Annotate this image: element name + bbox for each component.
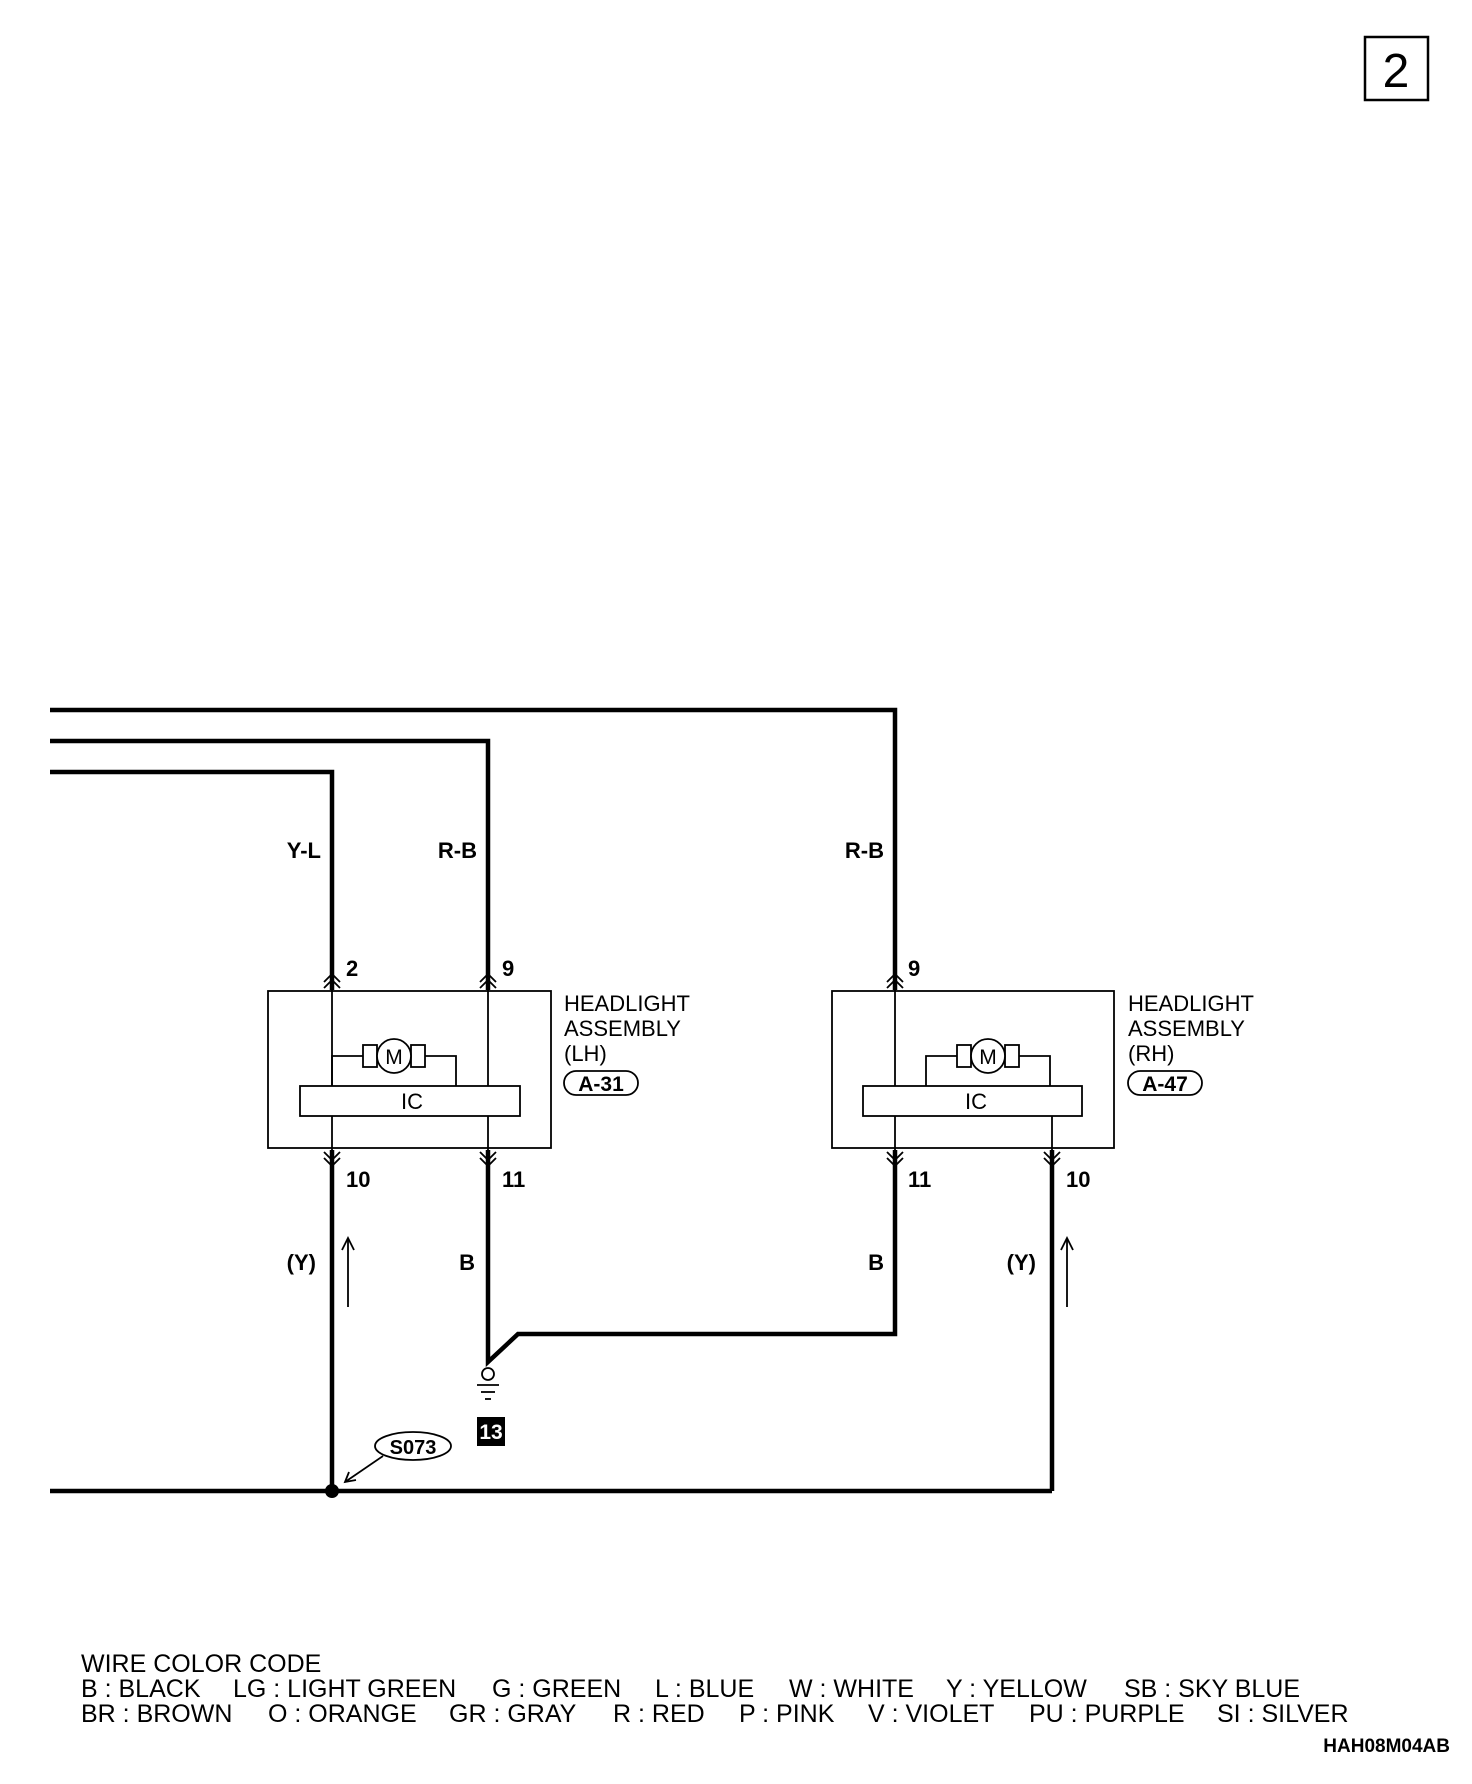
rh-connector-badge: [1127, 1070, 1203, 1096]
lh-pin-2: 2: [346, 956, 358, 981]
headlight-assembly-rh: IC M 9 11 10 HEADLIGHT ASSEMBLY (RH) A-4…: [831, 956, 1254, 1192]
lh-title-line1: HEADLIGHT: [564, 991, 690, 1016]
legend-row1-item: LG : LIGHT GREEN: [233, 1675, 456, 1703]
lh-connector-label: A-31: [578, 1073, 624, 1096]
legend-row2-item: V : VIOLET: [868, 1700, 994, 1728]
rh-title-line2: ASSEMBLY: [1128, 1016, 1245, 1041]
legend-row1-item: W : WHITE: [789, 1675, 914, 1703]
legend-row2-item: P : PINK: [739, 1700, 835, 1728]
wire-label-yl: Y-L: [287, 838, 321, 863]
current-flow-arrow-right: [1060, 1235, 1074, 1307]
splice-pointer-icon: [344, 1455, 384, 1483]
splice-label: S073: [390, 1437, 437, 1459]
wire-color-legend: WIRE COLOR CODE B : BLACK LG : LIGHT GRE…: [81, 1650, 1349, 1728]
lh-pin-10: 10: [346, 1167, 370, 1192]
rh-connector-9-marker: [886, 972, 904, 983]
ground-number-badge: [477, 1417, 505, 1446]
rh-title-line1: HEADLIGHT: [1128, 991, 1254, 1016]
wire-b-ground-run: [485, 1150, 898, 1368]
page-number: 2: [1383, 45, 1410, 98]
rh-ic-label: IC: [965, 1089, 987, 1114]
legend-row2-item: SI : SILVER: [1217, 1700, 1349, 1728]
legend-row1-item: SB : SKY BLUE: [1124, 1675, 1300, 1703]
legend-row2-item: O : ORANGE: [268, 1700, 417, 1728]
wire-label-rb-right: R-B: [845, 838, 884, 863]
splice-point: S073: [343, 1431, 452, 1484]
wire-label-rb-left: R-B: [438, 838, 477, 863]
legend-row1-item: B : BLACK: [81, 1675, 201, 1703]
wire-label-y-right: (Y): [1007, 1250, 1036, 1275]
lh-connector-9-marker: [479, 972, 497, 983]
wire-harness: [50, 707, 1055, 1498]
lh-pin-9: 9: [502, 956, 514, 981]
figure-code: HAH08M04AB: [1323, 1736, 1450, 1757]
lh-connector-badge: [563, 1070, 639, 1096]
current-flow-arrow-left: [341, 1235, 355, 1307]
lh-connector-10-marker: [323, 1151, 341, 1162]
legend-row2-item: BR : BROWN: [81, 1700, 232, 1728]
legend-row2-item: GR : GRAY: [449, 1700, 577, 1728]
lh-housing-box: [267, 990, 552, 1149]
rh-pin-9: 9: [908, 956, 920, 981]
wire-yl-run: [50, 769, 335, 990]
wire-label-b-right: B: [868, 1250, 884, 1275]
lh-motor-icon: [376, 1038, 412, 1074]
rh-pin-11: 11: [908, 1167, 931, 1192]
rh-housing-box: [831, 990, 1115, 1149]
ground-point: 13: [477, 1367, 505, 1446]
lh-connector-2-marker: [323, 972, 341, 983]
wire-label-y-left: (Y): [287, 1250, 316, 1275]
wire-rb-right-run: [50, 707, 898, 990]
ground-number: 13: [479, 1421, 502, 1444]
rh-motor-icon: [970, 1038, 1006, 1074]
rh-motor-label: M: [979, 1046, 997, 1069]
wire-rb-left-run: [50, 738, 491, 990]
wire-label-b-left: B: [459, 1250, 475, 1275]
legend-row2-item: R : RED: [613, 1700, 705, 1728]
lh-connector-11-marker: [479, 1151, 497, 1162]
lh-motor-label: M: [385, 1046, 403, 1069]
legend-row1-item: Y : YELLOW: [946, 1675, 1087, 1703]
lh-ic-block: [299, 1085, 521, 1117]
rh-side-label: (RH): [1128, 1041, 1174, 1066]
legend-row1-item: G : GREEN: [492, 1675, 621, 1703]
legend-title: WIRE COLOR CODE: [81, 1650, 321, 1678]
page-number-box: 2: [1363, 35, 1430, 102]
lh-ic-label: IC: [401, 1089, 423, 1114]
legend-row2-item: PU : PURPLE: [1029, 1700, 1185, 1728]
ground-terminal-icon: [481, 1367, 495, 1381]
rh-ic-block: [862, 1085, 1083, 1117]
rh-pin-10: 10: [1066, 1167, 1090, 1192]
rh-connector-10-marker: [1043, 1151, 1061, 1162]
rh-connector-label: A-47: [1142, 1073, 1188, 1096]
rh-connector-11-marker: [886, 1151, 904, 1162]
lh-side-label: (LH): [564, 1041, 607, 1066]
headlight-assembly-lh: IC M 2 9 10 11 HEADLIGHT ASSEMBLY (LH) A…: [267, 956, 690, 1192]
lh-title-line2: ASSEMBLY: [564, 1016, 681, 1041]
splice-junction-dot: [325, 1484, 339, 1498]
splice-badge: [374, 1431, 452, 1461]
legend-row1-item: L : BLUE: [655, 1675, 754, 1703]
lh-pin-11: 11: [502, 1167, 525, 1192]
